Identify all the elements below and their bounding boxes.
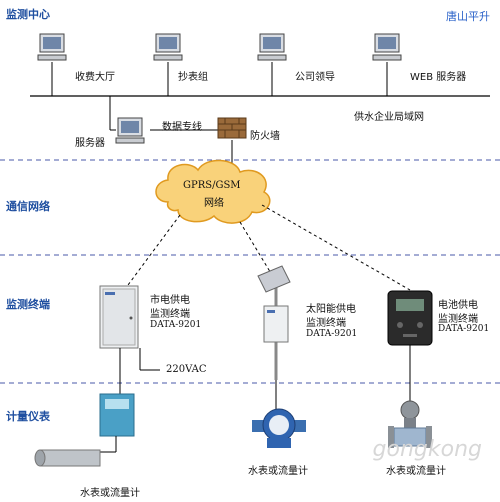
section-network-title: 通信网络: [6, 200, 50, 213]
terminal-3-model: DATA-9201: [438, 324, 490, 334]
server-icon: [115, 117, 145, 144]
pc-label-2: 抄表组: [178, 72, 208, 83]
meter-1-label: 水表或流量计: [80, 488, 140, 499]
terminal-battery-icon: [387, 290, 433, 346]
terminal-1-model: DATA-9201: [150, 320, 202, 330]
pc-icon-2: [153, 33, 183, 61]
brand-label: 唐山平升: [446, 10, 490, 23]
terminal-solar-icon: [257, 265, 291, 380]
link-cloud-terminal-1: [127, 214, 181, 286]
pc-icon-1: [37, 33, 67, 61]
terminal-3-line1: 电池供电: [438, 300, 478, 311]
cloud-label-line2: 网络: [204, 198, 224, 209]
dedicated-line-label: 数据专线: [162, 122, 202, 133]
cloud-icon: [155, 159, 271, 224]
meter-3-icon: [388, 400, 432, 448]
lan-label: 供水企业局域网: [354, 112, 424, 123]
meter-3-label: 水表或流量计: [386, 466, 446, 477]
pc-icon-3: [257, 33, 287, 61]
pc-label-1: 收费大厅: [75, 72, 115, 83]
meter-2-label: 水表或流量计: [248, 466, 308, 477]
terminal-3-line2: 监测终端: [438, 314, 478, 325]
pc-icon-4: [372, 33, 402, 61]
watermark: gongkong: [372, 437, 482, 462]
server-label: 服务器: [75, 138, 105, 149]
section-terminal-title: 监测终端: [6, 298, 50, 311]
firewall-icon: [217, 117, 247, 139]
link-cloud-terminal-3: [261, 204, 411, 291]
cloud-label-line1: GPRS/GSM: [183, 180, 241, 191]
pc-label-3: 公司领导: [295, 72, 335, 83]
terminal-mains-icon: [99, 285, 139, 349]
terminal-1-line1: 市电供电: [150, 295, 190, 306]
terminal-1-line2: 监测终端: [150, 309, 190, 320]
meter-2-icon: [252, 408, 306, 448]
pc-label-4: WEB 服务器: [410, 72, 467, 83]
meter-1-icon: [34, 393, 135, 467]
section-meter-title: 计量仪表: [6, 410, 50, 423]
terminal-2-line2: 监测终端: [306, 318, 346, 329]
terminal-2-line1: 太阳能供电: [306, 304, 356, 315]
link-cloud-terminal-2: [239, 221, 273, 276]
firewall-label: 防火墙: [250, 131, 280, 142]
terminal-1-power: 220VAC: [166, 364, 207, 375]
section-monitor-center-title: 监测中心: [6, 8, 50, 21]
terminal-2-model: DATA-9201: [306, 329, 358, 339]
